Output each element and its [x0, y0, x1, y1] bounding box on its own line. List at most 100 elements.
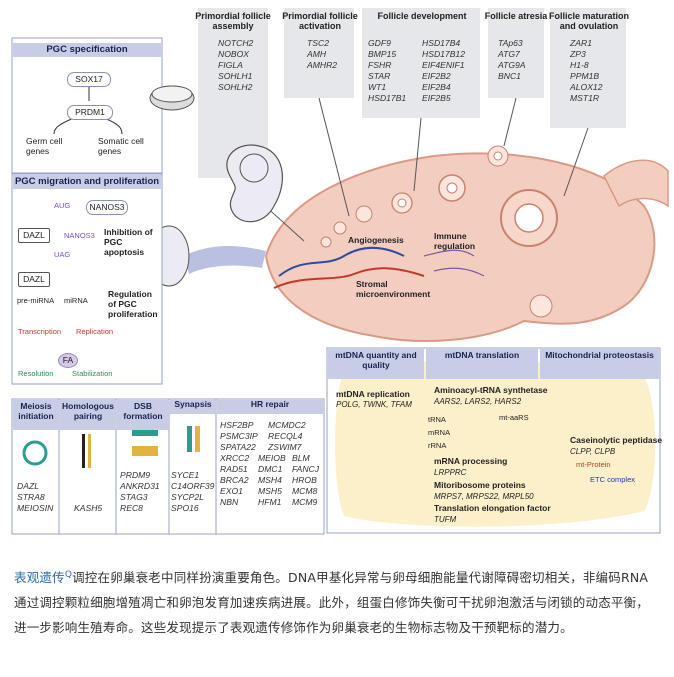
trna-synth-label: Aminoacyl-tRNA synthetase	[434, 385, 548, 395]
gene: HFM1	[258, 497, 282, 507]
mirna-label: miRNA	[64, 296, 88, 305]
gene: AMHR2	[307, 60, 338, 70]
gene: EXO1	[220, 486, 243, 496]
uag-label: UAG	[54, 250, 71, 259]
gene: GDF9	[368, 38, 391, 48]
mitoribosome-genes: MRPS7, MRPS22, MRPL50	[434, 492, 534, 501]
gene: SOHLH2	[218, 82, 253, 92]
gene: SPATA22	[220, 442, 256, 452]
gene: MCM9	[292, 497, 318, 507]
gene-list-meiosis-init: DAZL STRA8 MEIOSIN	[17, 481, 53, 514]
gene: FIGLA	[218, 60, 243, 70]
gene: STAR	[368, 71, 391, 81]
pairing-icon	[82, 434, 91, 468]
search-icon[interactable]: Q	[64, 570, 73, 580]
mito-proteostasis-title: Mitochondrial proteostasis	[540, 349, 659, 379]
gene: ALOX12	[570, 82, 603, 92]
trna-synth-genes: AARS2, LARS2, HARS2	[434, 397, 522, 406]
gene: DAZL	[17, 481, 39, 491]
gene: ZSWIM7	[268, 442, 302, 452]
gene-list-development-1: GDF9 BMP15 FSHR STAR WT1 HSD17B1	[368, 38, 406, 104]
caption-text: 调控在卵巢衰老中同样扮演重要角色。DNA甲基化异常与卵母细胞能量代谢障碍密切相关…	[14, 570, 650, 636]
elongation-label: Translation elongation factor	[434, 503, 551, 513]
gene-list-development-2: HSD17B4 HSD17B12 EIF4ENIF1 EIF2B2 EIF2B4…	[422, 38, 465, 104]
gene: AMH	[307, 49, 327, 59]
gene: KASH5	[74, 503, 103, 513]
nanos3-box: NANOS3	[86, 200, 128, 215]
gene: BMP15	[368, 49, 397, 59]
fa-box: FA	[58, 353, 78, 368]
gene: SYCE1	[171, 470, 200, 480]
gene: EIF2B4	[422, 82, 451, 92]
gene-list-assembly: NOTCH2 NOBOX FIGLA SOHLH1 SOHLH2	[218, 38, 253, 93]
mito-quality-title: mtDNA quantity and quality	[328, 349, 424, 379]
gene-list-synapsis: SYCE1 C14ORF39 SYCP2L SPO16	[171, 470, 214, 514]
mitoribosome-label: Mitoribosome proteins	[434, 480, 526, 490]
dsb-title: DSB formation	[117, 400, 169, 430]
stage-title-atresia: Follicle atresia	[484, 11, 548, 21]
gene: MCMDC2	[268, 420, 306, 430]
figure: Primordial follicle assembly Primordial …	[4, 6, 670, 546]
rrna-label: rRNA	[428, 441, 447, 450]
mrna-processing-label: mRNA processing	[434, 456, 508, 466]
gene: BNC1	[498, 71, 521, 81]
gene: BRCA2	[220, 475, 249, 485]
gene: MSH4	[258, 475, 282, 485]
gene: PSMC3IP	[220, 431, 258, 441]
peptidase-label: Caseinolytic peptidase	[570, 435, 663, 445]
gene: EIF4ENIF1	[422, 60, 465, 70]
resolution-label: Resolution	[18, 369, 54, 378]
gene: MEIOB	[258, 453, 286, 463]
gene-list-maturation: ZAR1 ZP3 H1-8 PPM1B ALOX12 MST1R	[570, 38, 603, 104]
stabilization-label: Stabilization	[72, 369, 113, 378]
gene: STAG3	[120, 492, 148, 502]
meiosis-init-title: Meiosis initiation	[13, 400, 59, 430]
gene: EIF2B5	[422, 93, 451, 103]
hr-repair-title: HR repair	[217, 399, 323, 414]
sox17-box: SOX17	[67, 72, 111, 87]
gene: HSD17B12	[422, 49, 465, 59]
gene: SPO16	[171, 503, 199, 513]
gene: MSH5	[258, 486, 282, 496]
dazl-box-2: DAZL	[18, 272, 50, 287]
gene: HSD17B1	[368, 93, 407, 103]
gene: STRA8	[17, 492, 45, 502]
pgc-migration-title: PGC migration and proliferation	[13, 175, 161, 189]
gene: ATG9A	[498, 60, 526, 70]
gene: NOTCH2	[218, 38, 254, 48]
gene: MCM8	[292, 486, 318, 496]
pgc-spec-title: PGC specification	[13, 43, 161, 57]
stage-title-assembly: Primordial follicle assembly	[195, 11, 271, 31]
stage-title-maturation: Follicle maturation and ovulation	[548, 11, 629, 31]
gene: HSF2BP	[220, 420, 254, 430]
dazl-box-1: DAZL	[18, 228, 50, 243]
embryo-disc	[149, 85, 195, 111]
gene: PRDM9	[120, 470, 151, 480]
gene: XRCC2	[220, 453, 250, 463]
gene: DMC1	[258, 464, 283, 474]
gene: ZAR1	[570, 38, 592, 48]
mt-aars-label: mt-aaRS	[499, 413, 529, 422]
caption: 表观遗传Q调控在卵巢衰老中同样扮演重要角色。DNA甲基化异常与卵母细胞能量代谢障…	[14, 563, 660, 640]
pairing-title: Homologous pairing	[60, 400, 116, 430]
caption-lead-link[interactable]: 表观遗传	[14, 570, 65, 586]
gene: PPM1B	[570, 71, 600, 81]
dsb-icon	[132, 426, 158, 456]
gene: H1-8	[570, 60, 589, 70]
gene-list-dsb: PRDM9 ANKRD31 STAG3 REC8	[120, 470, 160, 514]
gene: RECQL4	[268, 431, 303, 441]
embryo-illustration	[226, 144, 283, 223]
gene: SOHLH1	[218, 71, 253, 81]
stromal-label: Stromal microenvironment	[356, 279, 431, 299]
meiosis-cell-icon	[22, 440, 48, 466]
gene-list-atresia: TAp63 ATG7 ATG9A BNC1	[498, 38, 526, 82]
gene-list-activation: TSC2 AMH AMHR2	[307, 38, 337, 71]
gene: REC8	[120, 503, 143, 513]
mitochondrion-illustration	[335, 360, 656, 527]
hr-grid-top: HSF2BP MCMDC2 PSMC3IP RECQL4 SPATA22 ZSW…	[220, 420, 324, 453]
angiogenesis-label: Angiogenesis	[348, 235, 404, 245]
ovary-illustration	[264, 145, 669, 342]
etc-complex-label: ETC complex	[590, 475, 636, 484]
stage-title-activation: Primordial follicle activation	[282, 11, 358, 31]
germ-genes-label: Germ cell genes	[26, 136, 63, 156]
